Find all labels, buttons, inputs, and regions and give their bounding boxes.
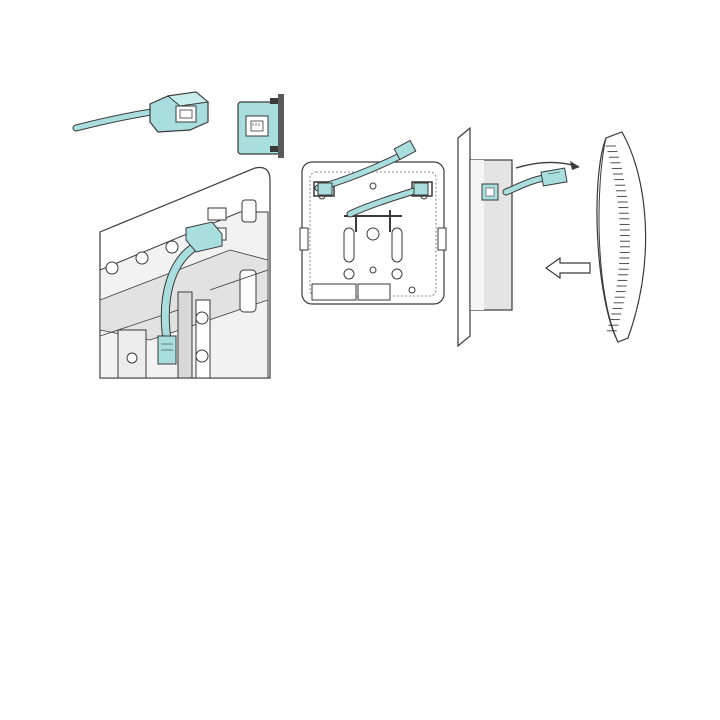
cable-coupler-illustration	[76, 92, 208, 132]
wall-surface	[458, 128, 470, 346]
access-point-illustration	[597, 132, 646, 342]
rj45-connector	[541, 168, 567, 186]
arrow-right-icon	[516, 161, 580, 170]
ethernet-port-icon	[176, 106, 196, 122]
wall-jack-illustration	[238, 94, 284, 158]
ethernet-port-icon	[246, 116, 268, 136]
bracket-closeup-illustration	[100, 168, 270, 379]
access-point-body	[597, 132, 646, 342]
wall-mount-side-illustration	[458, 128, 567, 346]
arrow-left-icon	[546, 258, 590, 278]
cable-segment-fill	[76, 112, 152, 128]
rj45-connector	[318, 183, 332, 195]
mounting-bracket-front-illustration	[300, 140, 446, 304]
